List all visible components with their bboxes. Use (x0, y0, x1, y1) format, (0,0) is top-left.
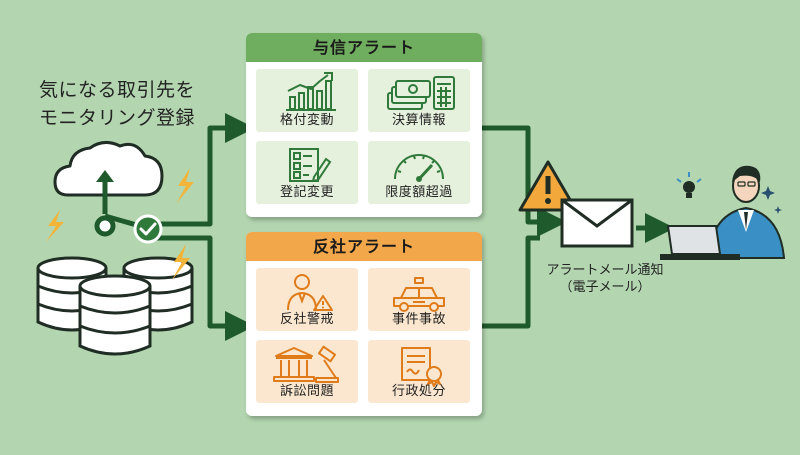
money-calculator-icon (387, 76, 455, 110)
connector-anti-to-mail (480, 235, 540, 329)
lead-line-1: 気になる取引先を (38, 79, 195, 101)
connector-to-anti (152, 235, 255, 341)
anti-item-incident: 事件事故 (368, 268, 470, 331)
anti-item-antisocial-watch: 反社警戒 (256, 268, 358, 331)
cell-label: 格付変動 (279, 113, 334, 128)
cell-label: 反社警戒 (279, 312, 334, 327)
lead-text: 気になる取引先を モニタリング登録 (12, 76, 222, 132)
lightning-icon (176, 168, 194, 204)
cell-label: 事件事故 (391, 312, 446, 327)
credit-alert-panel: 与信アラート 格付変動 (246, 33, 482, 217)
cell-label: 行政処分 (391, 384, 446, 399)
credit-item-registry-change: 登記変更 (256, 141, 358, 204)
cloud-icon (53, 141, 164, 197)
cell-label: 登記変更 (279, 185, 334, 200)
anti-social-alert-panel: 反社アラート 反社警戒 (246, 232, 482, 416)
mail-caption: アラートメール通知 （電子メール） (530, 262, 680, 296)
document-stamp-icon (401, 347, 442, 387)
user-icon (706, 165, 786, 259)
lightbulb-icon (676, 172, 702, 198)
credit-item-rating-change: 格付変動 (256, 69, 358, 132)
court-gavel-icon (273, 345, 339, 383)
anti-item-litigation: 訴訟問題 (256, 340, 358, 403)
lead-line-2: モニタリング登録 (38, 107, 195, 129)
credit-alert-title: 与信アラート (246, 33, 482, 62)
credit-item-financial-info: 決算情報 (368, 69, 470, 132)
sparkle-icon (761, 186, 782, 214)
cell-label: 決算情報 (391, 113, 446, 128)
police-car-icon (393, 277, 445, 312)
cell-label: 訴訟問題 (279, 384, 334, 399)
anti-item-administrative-action: 行政処分 (368, 340, 470, 403)
cell-label: 限度額超過 (385, 185, 453, 200)
chart-icon (286, 72, 336, 111)
node-dot (94, 215, 116, 237)
lightning-icon (46, 210, 64, 242)
gauge-icon (394, 154, 444, 182)
envelope-icon (560, 198, 634, 248)
database-icon (36, 256, 194, 356)
checklist-icon (289, 148, 332, 183)
person-warning-icon (287, 274, 333, 311)
connector-to-credit (152, 113, 255, 227)
mail-caption-line-2: （電子メール） (559, 280, 651, 295)
connector-credit-to-mail (480, 125, 567, 237)
mail-caption-line-1: アラートメール通知 (546, 263, 664, 278)
lightning-icon (172, 244, 190, 280)
anti-social-alert-title: 反社アラート (246, 232, 482, 261)
warning-icon (518, 160, 578, 212)
laptop-icon (660, 225, 740, 260)
upload-arrow-icon (96, 170, 114, 214)
credit-item-limit-exceeded: 限度額超過 (368, 141, 470, 204)
check-circle-icon (133, 214, 163, 244)
